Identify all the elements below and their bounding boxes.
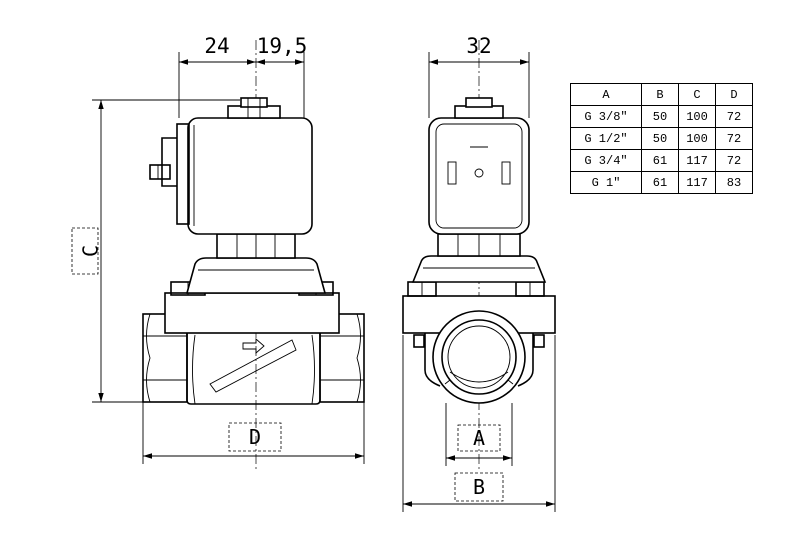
side-view [142,40,365,470]
cell-a: G 3/8" [570,105,642,128]
table-header-row: A B C D [570,83,753,106]
table-row: G 3/8" 50 100 72 [570,105,753,128]
cell-b: 61 [641,149,679,172]
table-row: G 1/2" 50 100 72 [570,127,753,150]
dim-a-label: A [473,426,485,450]
cell-d: 72 [715,149,753,172]
dim-32: 32 [466,34,491,58]
table-row: G 1" 61 117 83 [570,171,753,194]
cell-b: 61 [641,171,679,194]
cell-c: 100 [678,127,716,150]
cell-a: G 3/4" [570,149,642,172]
dim-24: 24 [204,34,229,58]
cell-c: 100 [678,105,716,128]
front-view [402,40,556,470]
dimension-table: A B C D G 3/8" 50 100 72 G 1/2" 50 100 7… [570,83,753,194]
cell-a: G 1/2" [570,127,642,150]
dim-c-label: C [79,245,103,257]
dimension-lines [71,52,556,512]
dim-19-5: 19,5 [257,34,308,58]
cell-b: 50 [641,127,679,150]
header-d: D [715,83,753,106]
header-a: A [570,83,642,106]
dim-d-label: D [249,425,261,449]
dim-b-label: B [473,475,485,499]
cell-a: G 1" [570,171,642,194]
cell-c: 117 [678,171,716,194]
cell-d: 72 [715,105,753,128]
cell-d: 83 [715,171,753,194]
header-b: B [641,83,679,106]
table-row: G 3/4" 61 117 72 [570,149,753,172]
cell-b: 50 [641,105,679,128]
cell-d: 72 [715,127,753,150]
cell-c: 117 [678,149,716,172]
dimension-labels: 24 19,5 32 C D A B [79,34,492,499]
header-c: C [678,83,716,106]
